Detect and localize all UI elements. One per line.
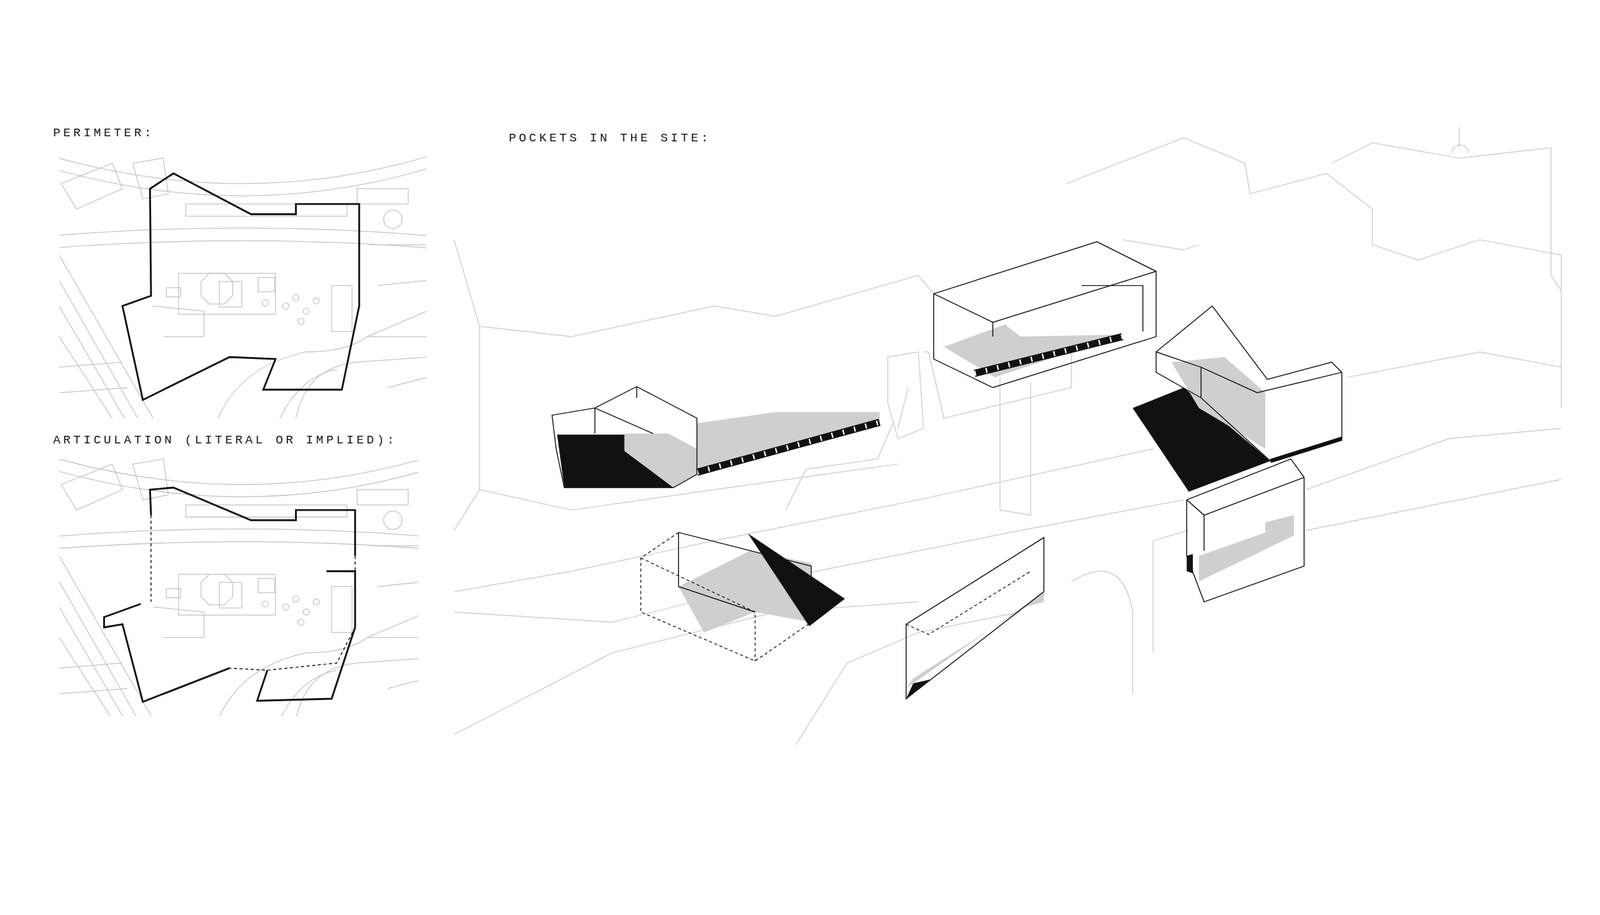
pocket-edge — [974, 336, 1123, 374]
pocket-surface — [1171, 357, 1266, 449]
volume-outline — [933, 241, 1157, 388]
pocket-edge — [974, 336, 1123, 374]
pocket-volume — [906, 537, 1044, 699]
implied-outline — [906, 571, 1032, 635]
volume-outline — [906, 537, 1044, 699]
volume-outline — [678, 532, 811, 623]
literal-edge — [257, 571, 356, 701]
site-map — [58, 456, 418, 717]
pocket-surface — [944, 324, 1123, 378]
section-heading: ARTICULATION (LITERAL OR IMPLIED): — [53, 434, 397, 447]
literal-edge — [149, 487, 355, 557]
volume-outline — [552, 386, 697, 488]
implied-edge — [151, 515, 356, 671]
implied-outline — [640, 532, 811, 662]
pocket-edge — [696, 422, 880, 473]
literal-edge — [104, 604, 230, 703]
articulation-outline — [104, 487, 356, 703]
pocket-volume — [640, 532, 845, 662]
pocket-volume — [1132, 305, 1343, 492]
perimeter-outline — [122, 173, 360, 400]
site-map — [58, 156, 427, 419]
context-buildings — [454, 127, 1562, 745]
map-context — [58, 456, 418, 717]
pocket-void — [748, 533, 845, 627]
pocket-volume — [933, 241, 1157, 388]
pocket-volume — [1186, 458, 1304, 602]
volume-outline — [1186, 458, 1304, 602]
volume-outline — [1155, 305, 1342, 461]
pocket-surface — [624, 433, 697, 488]
pocket-volume — [552, 386, 880, 488]
section-heading: PERIMETER: — [53, 127, 155, 140]
section-heading: POCKETS IN THE SITE: — [508, 132, 712, 145]
pocket-edge — [696, 422, 880, 473]
map-context — [58, 156, 427, 419]
pocket-surface — [1198, 515, 1294, 582]
